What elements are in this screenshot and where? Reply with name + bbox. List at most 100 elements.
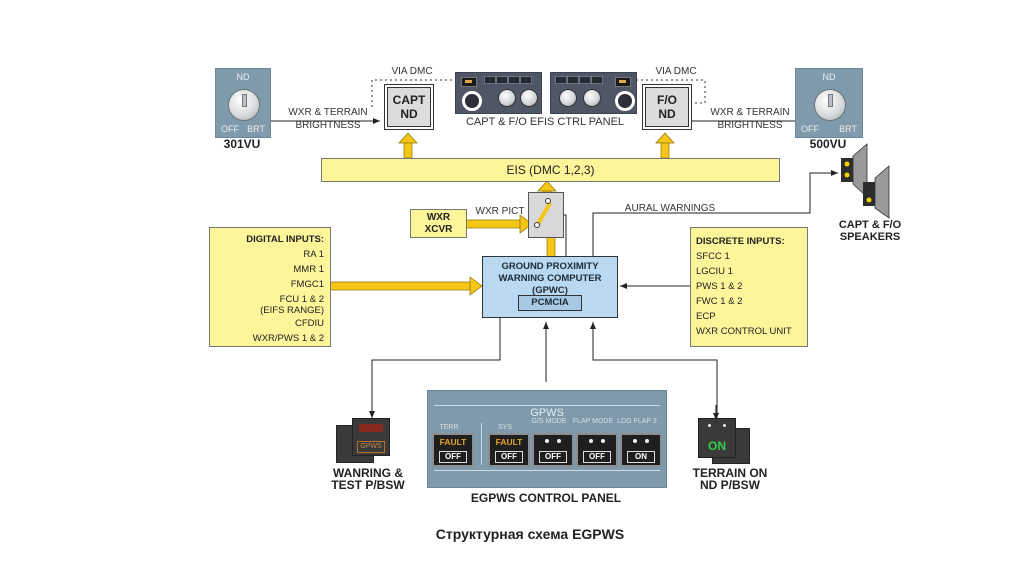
gpwc-line3: (GPWC)	[532, 285, 568, 296]
digital-inputs-header: DIGITAL INPUTS:	[246, 234, 324, 245]
efis-range-knob-icon	[520, 89, 538, 107]
discrete-input-item: PWS 1 & 2	[696, 281, 743, 292]
terrain-pbsw-to-gpwc-line	[590, 322, 718, 418]
fo-efis-ctrl-panel	[550, 72, 637, 114]
efis-display-icon	[461, 77, 477, 87]
terrain-on-line1: TERRAIN ON	[692, 466, 768, 480]
brightness-label-line2: BRIGHTNESS	[295, 120, 361, 131]
egpws-panel-label: EGPWS CONTROL PANEL	[470, 491, 622, 505]
efis-button-icon	[555, 76, 567, 84]
efis-button-icon	[508, 76, 520, 84]
efis-button-icon	[579, 76, 591, 84]
terrain-on-line2: ND P/BSW	[700, 478, 760, 492]
unit-label-500vu: 500VU	[809, 137, 847, 151]
efis-button-icon	[591, 76, 603, 84]
arrow-eis-to-fo-nd	[655, 132, 675, 159]
switch-caption-ldg-flap-3: LDG FLAP 3	[617, 418, 657, 425]
brightness-label-line2: BRIGHTNESS	[717, 120, 783, 131]
switch-state: OFF	[495, 451, 523, 463]
brightness-knob-icon[interactable]	[228, 89, 260, 122]
gpwc-line1: GROUND PROXIMITY	[501, 261, 599, 272]
aural-warnings-line	[592, 170, 838, 257]
switch-state: OFF	[583, 451, 611, 463]
brightness-knob-icon[interactable]	[814, 89, 846, 122]
panel-divider	[434, 405, 660, 406]
brt-mark: BRT	[247, 124, 265, 134]
speakers-icon	[841, 143, 890, 219]
indicator-dot-icon	[545, 439, 549, 443]
indicator-dot-icon	[645, 439, 649, 443]
efis-button-icon	[484, 76, 496, 84]
switch-terr[interactable]: FAULT OFF	[432, 433, 474, 467]
discrete-input-item: WXR CONTROL UNIT	[696, 326, 792, 337]
efis-display-icon	[615, 77, 631, 87]
efis-button-icon	[520, 76, 532, 84]
warning-light-icon	[359, 424, 383, 432]
arrow-digital-to-gpwc	[329, 276, 483, 296]
efis-range-knob-icon	[583, 89, 601, 107]
via-dmc-dotted-left	[371, 79, 455, 107]
discrete-input-item: FWC 1 & 2	[696, 296, 743, 307]
nd-brightness-panel-301vu: ND OFF BRT	[215, 68, 271, 138]
efis-button-icon	[567, 76, 579, 84]
switch-caption-flap-mode: FLAP MODE	[572, 418, 614, 425]
warning-test-pbsw-label: WANRING & TEST P/BSW	[318, 467, 418, 491]
efis-baro-knob-icon	[615, 91, 635, 111]
egpws-control-panel: GPWS TERR FAULT OFF SYS FAULT OFF G/S MO…	[427, 390, 667, 488]
switch-ldg-flap-3[interactable]: ON	[620, 433, 662, 467]
indicator-dot-icon	[723, 424, 726, 427]
arrow-wxr-to-switch	[465, 214, 533, 234]
panel-title: ND	[236, 72, 250, 82]
brightness-label-line1: WXR & TERRAIN	[288, 107, 368, 118]
gpws-title: GPWS	[530, 407, 564, 419]
via-dmc-label-right: VIA DMC	[655, 66, 697, 77]
diagram-caption: Структурная схема EGPWS	[435, 526, 625, 542]
switch-caption-terr: TERR	[439, 424, 459, 431]
brt-mark: BRT	[839, 124, 857, 134]
gpwc-to-warning-pbsw-line	[369, 318, 501, 418]
speakers-label: CAPT & F/O SPEAKERS	[820, 219, 920, 243]
panel-divider	[434, 470, 660, 471]
indicator-dot-icon	[557, 439, 561, 443]
capt-nd-line2: ND	[400, 107, 418, 121]
discrete-inputs-box: DISCRETE INPUTS: SFCC 1 LGCIU 1 PWS 1 & …	[690, 227, 808, 347]
brightness-label-left: WXR & TERRAIN BRIGHTNESS	[278, 106, 378, 132]
switch-state: ON	[627, 451, 655, 463]
efis-panel-label: CAPT & F/O EFIS CTRL PANEL	[465, 116, 625, 128]
fault-light: FAULT	[439, 437, 467, 447]
gpwc-computer: GROUND PROXIMITY WARNING COMPUTER (GPWC)…	[482, 256, 618, 318]
discrete-inputs-header: DISCRETE INPUTS:	[696, 236, 785, 247]
aural-warnings-label: AURAL WARNINGS	[624, 203, 716, 214]
terrain-on-pbsw[interactable]: ON	[698, 418, 736, 458]
digital-inputs-box: DIGITAL INPUTS: RA 1 MMR 1 FMGC1 FCU 1 &…	[209, 227, 331, 347]
wxr-pict-label: WXR PICT	[475, 206, 525, 217]
switch-sys[interactable]: FAULT OFF	[488, 433, 530, 467]
warning-test-pbsw[interactable]: GPWS	[352, 418, 390, 456]
fault-light: FAULT	[495, 437, 523, 447]
digital-input-item: CFDIU	[294, 318, 324, 329]
indicator-dot-icon	[633, 439, 637, 443]
brightness-label-right: WXR & TERRAIN BRIGHTNESS	[700, 106, 800, 132]
switch-state: OFF	[439, 451, 467, 463]
terrain-on-pbsw-label: TERRAIN ON ND P/BSW	[680, 467, 780, 491]
gpwc-line2: WARNING COMPUTER	[498, 273, 602, 284]
via-dmc-dotted-right	[636, 79, 706, 104]
indicator-dot-icon	[708, 424, 711, 427]
arrow-eis-to-capt-nd	[398, 132, 418, 159]
digital-input-item: FMGC1	[290, 279, 324, 290]
switch-flap-mode[interactable]: OFF	[576, 433, 618, 467]
panel-divider	[481, 423, 482, 465]
switch-gs-mode[interactable]: OFF	[532, 433, 574, 467]
efis-button-icon	[496, 76, 508, 84]
discrete-input-item: LGCIU 1	[696, 266, 733, 277]
picture-selector-switch	[528, 192, 564, 238]
fo-nd-line2: ND	[658, 107, 676, 121]
warning-test-line1: WANRING &	[333, 466, 403, 480]
efis-mode-knob-icon	[559, 89, 577, 107]
via-dmc-label-left: VIA DMC	[391, 66, 433, 77]
nd-brightness-panel-500vu: ND OFF BRT	[795, 68, 863, 138]
unit-label-301vu: 301VU	[223, 137, 261, 151]
panel-title: ND	[822, 72, 836, 82]
wxr-line2: XCVR	[424, 223, 453, 235]
